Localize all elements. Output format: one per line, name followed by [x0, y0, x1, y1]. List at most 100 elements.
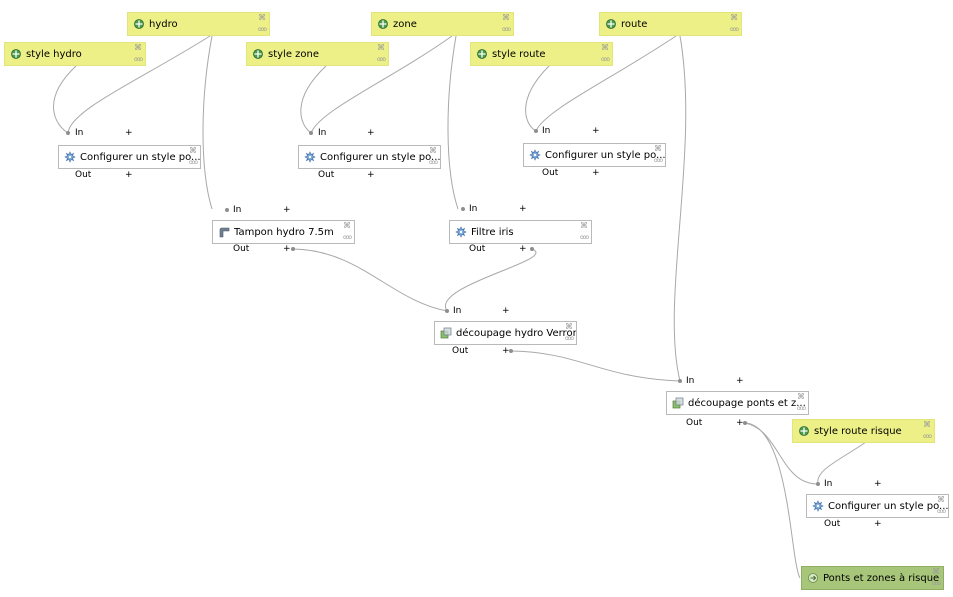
close-icon[interactable]: ⌘ — [429, 146, 437, 155]
more-icon[interactable]: ooo — [342, 234, 352, 241]
more-icon[interactable]: ooo — [936, 508, 946, 515]
more-icon[interactable]: ooo — [133, 56, 143, 63]
node-label: Configurer un style po... — [545, 149, 665, 161]
close-icon[interactable]: ⌘ — [189, 146, 197, 155]
more-icon[interactable]: ooo — [257, 26, 267, 33]
gear-icon — [304, 151, 316, 163]
input-node-style-route-risque[interactable]: style route risque ⌘ ooo — [792, 419, 935, 443]
more-icon[interactable]: ooo — [428, 159, 438, 166]
more-icon[interactable]: ooo — [931, 580, 941, 587]
add-input-icon[interactable]: + — [125, 128, 133, 138]
add-input-icon[interactable]: + — [592, 126, 600, 136]
port-out-label: Out — [452, 346, 469, 356]
node-label: style zone — [268, 48, 320, 60]
port-dot — [509, 349, 513, 353]
port-in-label: In — [318, 128, 327, 138]
parameter-icon — [798, 425, 810, 437]
port-dot — [461, 207, 465, 211]
close-icon[interactable]: ⌘ — [601, 43, 609, 52]
close-icon[interactable]: ⌘ — [654, 144, 662, 153]
close-icon[interactable]: ⌘ — [937, 495, 945, 504]
add-output-icon[interactable]: + — [519, 244, 527, 254]
add-output-icon[interactable]: + — [592, 168, 600, 178]
close-icon[interactable]: ⌘ — [134, 43, 142, 52]
algorithm-node-cfg-risque[interactable]: Configurer un style po... ⌘ ooo — [806, 494, 949, 518]
connection-style-route-to-cfg-route — [525, 65, 550, 132]
add-input-icon[interactable]: + — [736, 376, 744, 386]
port-dot — [743, 421, 747, 425]
algorithm-node-cfg-route[interactable]: Configurer un style po... ⌘ ooo — [523, 143, 666, 167]
close-icon[interactable]: ⌘ — [923, 420, 931, 429]
port-in-label: In — [686, 376, 695, 386]
close-icon[interactable]: ⌘ — [377, 43, 385, 52]
add-output-icon[interactable]: + — [874, 519, 882, 529]
port-dot — [225, 208, 229, 212]
port-in-label: In — [469, 204, 478, 214]
clip-icon — [440, 327, 452, 339]
clip-icon — [672, 397, 684, 409]
port-out-label: Out — [233, 244, 250, 254]
add-output-icon[interactable]: + — [502, 346, 510, 356]
connection-style-hydro-to-cfg-hydro — [53, 65, 77, 134]
gear-icon — [812, 500, 824, 512]
output-node-ponts-et-zones[interactable]: Ponts et zones à risque ⌘ ooo — [801, 566, 944, 590]
add-output-icon[interactable]: + — [125, 170, 133, 180]
input-node-hydro[interactable]: hydro ⌘ ooo — [127, 12, 270, 36]
close-icon[interactable]: ⌘ — [565, 322, 573, 331]
port-in-label: In — [75, 128, 84, 138]
more-icon[interactable]: ooo — [600, 56, 610, 63]
close-icon[interactable]: ⌘ — [502, 13, 510, 22]
more-icon[interactable]: ooo — [796, 405, 806, 412]
algorithm-node-decoupage-ponts[interactable]: découpage ponts et z... ⌘ ooo — [666, 391, 809, 415]
close-icon[interactable]: ⌘ — [730, 13, 738, 22]
port-dot — [445, 309, 449, 313]
add-output-icon[interactable]: + — [736, 418, 744, 428]
add-input-icon[interactable]: + — [519, 204, 527, 214]
more-icon[interactable]: ooo — [653, 157, 663, 164]
port-dot — [291, 247, 295, 251]
more-icon[interactable]: ooo — [376, 56, 386, 63]
port-dot — [309, 131, 313, 135]
parameter-icon — [10, 48, 22, 60]
close-icon[interactable]: ⌘ — [343, 221, 351, 230]
more-icon[interactable]: ooo — [564, 335, 574, 342]
algorithm-node-decoupage-hydro-verron[interactable]: découpage hydro Verron ⌘ ooo — [434, 321, 577, 345]
node-label: style route — [492, 48, 546, 60]
algorithm-node-filtre-iris[interactable]: Filtre iris ⌘ ooo — [449, 220, 592, 244]
input-node-style-hydro[interactable]: style hydro ⌘ ooo — [4, 42, 146, 66]
port-in-label: In — [542, 126, 551, 136]
more-icon[interactable]: ooo — [729, 26, 739, 33]
close-icon[interactable]: ⌘ — [797, 392, 805, 401]
close-icon[interactable]: ⌘ — [932, 567, 940, 576]
more-icon[interactable]: ooo — [922, 433, 932, 440]
algorithm-node-cfg-zone[interactable]: Configurer un style po... ⌘ ooo — [298, 145, 441, 169]
port-out-label: Out — [686, 418, 703, 428]
more-icon[interactable]: ooo — [188, 159, 198, 166]
buffer-icon — [218, 226, 230, 238]
port-out-label: Out — [318, 170, 335, 180]
more-icon[interactable]: ooo — [579, 234, 589, 241]
input-node-style-zone[interactable]: style zone ⌘ ooo — [246, 42, 389, 66]
node-label: Tampon hydro 7.5m — [234, 226, 334, 238]
add-input-icon[interactable]: + — [367, 128, 375, 138]
close-icon[interactable]: ⌘ — [258, 13, 266, 22]
node-label: hydro — [149, 18, 178, 30]
connection-hydro-to-tampon — [202, 35, 213, 210]
add-input-icon[interactable]: + — [874, 479, 882, 489]
add-output-icon[interactable]: + — [283, 244, 291, 254]
algorithm-node-tampon-hydro[interactable]: Tampon hydro 7.5m ⌘ ooo — [212, 220, 355, 244]
algorithm-node-cfg-hydro[interactable]: Configurer un style po... ⌘ ooo — [58, 145, 201, 169]
input-node-route[interactable]: route ⌘ ooo — [599, 12, 742, 36]
close-icon[interactable]: ⌘ — [580, 221, 588, 230]
add-input-icon[interactable]: + — [502, 306, 510, 316]
add-input-icon[interactable]: + — [283, 205, 291, 215]
connection-zone-to-filtre — [447, 35, 459, 210]
connection-style-zone-to-cfg-zone — [300, 65, 327, 134]
add-output-icon[interactable]: + — [367, 170, 375, 180]
more-icon[interactable]: ooo — [501, 26, 511, 33]
node-label: Ponts et zones à risque — [823, 572, 940, 584]
input-node-style-route[interactable]: style route ⌘ ooo — [470, 42, 613, 66]
input-node-zone[interactable]: zone ⌘ ooo — [371, 12, 514, 36]
gear-icon — [64, 151, 76, 163]
